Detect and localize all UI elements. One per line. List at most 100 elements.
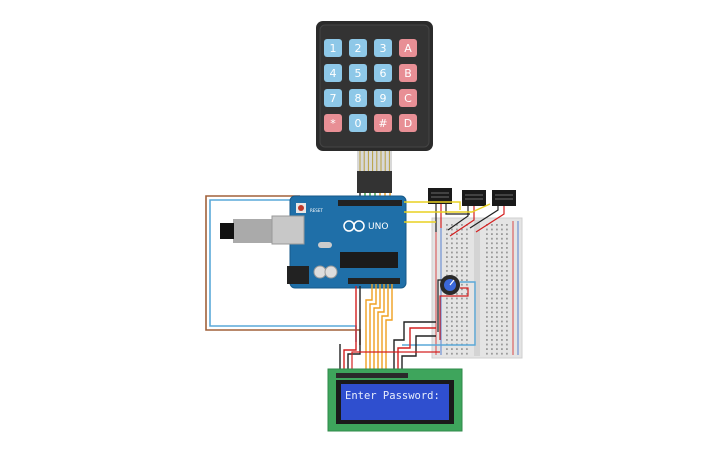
- breadboard-hole: [496, 228, 498, 231]
- usb-cable-plug: [233, 219, 279, 243]
- breadboard-hole: [451, 247, 453, 249]
- breadboard-hole: [446, 311, 448, 314]
- breadboard-hole: [456, 224, 458, 226]
- breadboard-hole: [446, 329, 448, 332]
- capacitor-2: [324, 265, 338, 279]
- breadboard-hole: [446, 316, 448, 318]
- breadboard-hole: [506, 274, 508, 277]
- keypad-key-label: A: [404, 42, 412, 55]
- breadboard-hole: [456, 265, 458, 268]
- breadboard-hole: [466, 247, 468, 249]
- breadboard-hole: [496, 329, 498, 332]
- breadboard-hole: [466, 251, 468, 254]
- keypad-key-4[interactable]: [324, 64, 342, 82]
- breadboard-hole: [486, 339, 488, 341]
- breadboard-hole: [446, 306, 448, 309]
- breadboard-hole: [466, 316, 468, 318]
- keypad-key-label: 1: [330, 42, 337, 55]
- breadboard-hole: [486, 325, 488, 327]
- breadboard-hole: [496, 233, 498, 235]
- breadboard-hole: [466, 311, 468, 314]
- breadboard-hole: [461, 348, 463, 350]
- reset-button-cap[interactable]: [298, 205, 304, 211]
- breadboard-hole: [446, 325, 448, 327]
- breadboard-hole: [456, 247, 458, 249]
- breadboard-hole: [486, 288, 488, 291]
- breadboard-hole: [491, 343, 493, 346]
- breadboard-hole: [506, 339, 508, 341]
- breadboard-hole: [466, 334, 468, 337]
- keypad-key-5[interactable]: [349, 64, 367, 82]
- keypad-key-C[interactable]: [399, 89, 417, 107]
- keypad-key-6[interactable]: [374, 64, 392, 82]
- keypad-key-1[interactable]: [324, 39, 342, 57]
- breadboard-hole: [451, 352, 453, 355]
- breadboard-hole: [501, 247, 503, 249]
- breadboard-hole: [501, 265, 503, 268]
- breadboard-hole: [466, 306, 468, 309]
- breadboard-hole: [461, 224, 463, 226]
- breadboard-hole: [501, 224, 503, 226]
- breadboard-hole: [486, 228, 488, 231]
- power-jack: [287, 266, 309, 284]
- keypad-key-#[interactable]: [374, 114, 392, 132]
- breadboard-hole: [466, 237, 468, 240]
- breadboard-hole: [506, 302, 508, 304]
- breadboard-hole: [491, 228, 493, 231]
- breadboard-hole: [496, 297, 498, 300]
- breadboard-hole: [446, 228, 448, 231]
- breadboard-hole: [496, 274, 498, 277]
- breadboard-hole: [456, 242, 458, 245]
- keypad-key-label: 7: [330, 92, 337, 105]
- breadboard-hole: [501, 233, 503, 235]
- breadboard-hole: [461, 274, 463, 277]
- breadboard-hole: [461, 288, 463, 291]
- keypad-key-A[interactable]: [399, 39, 417, 57]
- keypad-key-9[interactable]: [374, 89, 392, 107]
- breadboard-hole: [456, 237, 458, 240]
- keypad-key-B[interactable]: [399, 64, 417, 82]
- breadboard-hole: [506, 329, 508, 332]
- breadboard-hole: [451, 311, 453, 314]
- keypad-key-D[interactable]: [399, 114, 417, 132]
- breadboard-hole: [496, 224, 498, 226]
- breadboard-hole: [496, 256, 498, 258]
- breadboard-hole: [446, 247, 448, 249]
- keypad-key-*[interactable]: [324, 114, 342, 132]
- keypad-key-3[interactable]: [374, 39, 392, 57]
- breadboard-hole: [466, 293, 468, 295]
- breadboard-hole: [461, 228, 463, 231]
- breadboard-hole: [496, 339, 498, 341]
- breadboard-hole: [506, 233, 508, 235]
- keypad-key-8[interactable]: [349, 89, 367, 107]
- breadboard-hole: [461, 237, 463, 240]
- breadboard-hole: [491, 265, 493, 268]
- potentiometer[interactable]: [440, 275, 460, 295]
- breadboard-hole: [461, 233, 463, 235]
- breadboard-hole: [496, 311, 498, 314]
- breadboard-hole: [456, 293, 458, 295]
- breadboard-hole: [501, 329, 503, 332]
- breadboard-hole: [501, 251, 503, 254]
- breadboard-hole: [456, 274, 458, 277]
- breadboard-hole: [486, 247, 488, 249]
- breadboard-hole: [501, 297, 503, 300]
- breadboard-hole: [501, 325, 503, 327]
- keypad-key-label: 9: [380, 92, 387, 105]
- breadboard-hole: [496, 343, 498, 346]
- arduino-logo: [343, 220, 365, 232]
- breadboard-hole: [446, 251, 448, 254]
- breadboard-hole: [486, 311, 488, 314]
- breadboard-hole: [506, 270, 508, 272]
- keypad-key-0[interactable]: [349, 114, 367, 132]
- ribbon-header: [357, 171, 392, 193]
- breadboard-hole: [461, 256, 463, 258]
- breadboard-hole: [451, 339, 453, 341]
- keypad-key-7[interactable]: [324, 89, 342, 107]
- keypad-key-2[interactable]: [349, 39, 367, 57]
- keypad-key-label: #: [378, 117, 387, 130]
- breadboard-hole: [496, 247, 498, 249]
- breadboard-hole: [451, 302, 453, 304]
- breadboard-hole: [466, 288, 468, 291]
- breadboard-hole: [486, 352, 488, 355]
